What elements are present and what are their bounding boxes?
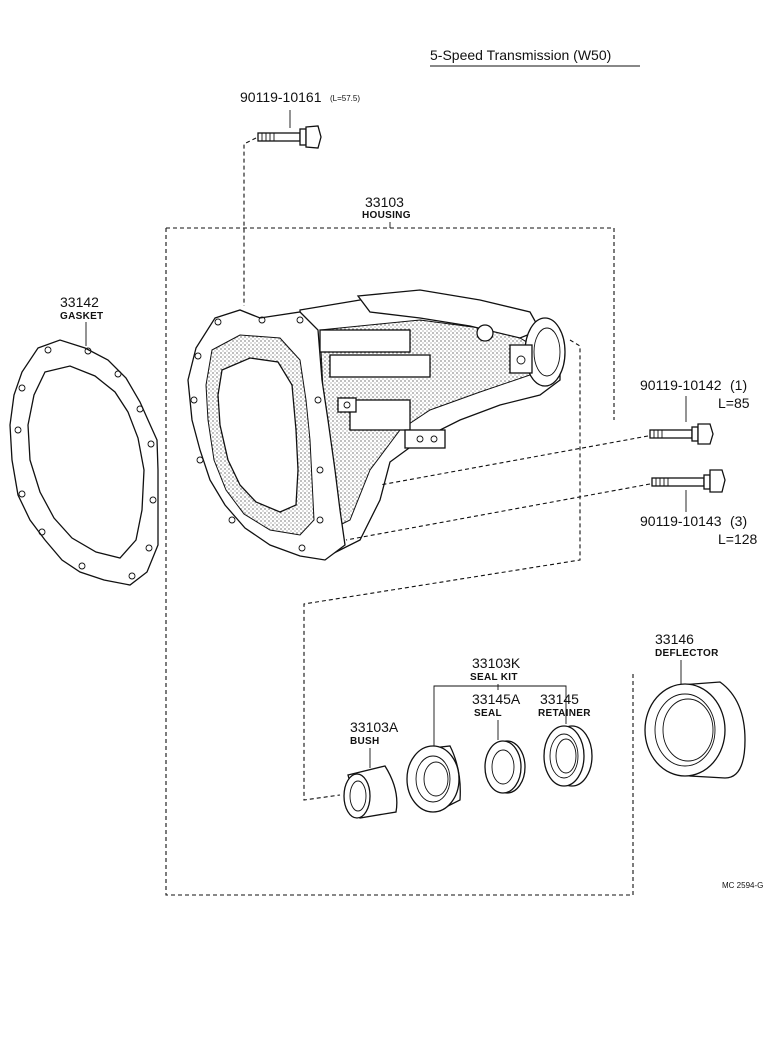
bolt-2-length: L=128 bbox=[718, 531, 758, 547]
seal: 33145A SEAL bbox=[472, 691, 526, 794]
housing-name: HOUSING bbox=[362, 210, 411, 221]
bolt-2-number: 90119-10143 bbox=[640, 513, 722, 529]
bolt-top-number: 90119-10161 bbox=[240, 89, 322, 105]
bolt-1-qty: (1) bbox=[730, 377, 747, 393]
deflector-icon bbox=[644, 681, 746, 779]
housing-side-tab bbox=[337, 397, 357, 413]
gasket-bolt-holes bbox=[14, 346, 157, 580]
seal-icon bbox=[484, 740, 526, 794]
housing-number: 33103 bbox=[365, 194, 404, 210]
seal-kit-bracket bbox=[433, 685, 567, 746]
bolt-1: 90119-10142 (1) L=85 bbox=[379, 377, 750, 486]
housing-rear-collar-inner bbox=[533, 327, 561, 377]
retainer-number: 33145 bbox=[540, 691, 579, 707]
bolt-top-icon bbox=[257, 125, 322, 149]
deflector-name: DEFLECTOR bbox=[655, 648, 719, 659]
housing-front-bore-inner bbox=[217, 357, 299, 513]
bolt-1-icon bbox=[649, 423, 714, 445]
housing-lower-boss bbox=[404, 429, 446, 449]
diagram-code: MC 2594-G bbox=[722, 881, 763, 890]
housing-flange-bolt-holes bbox=[190, 316, 324, 552]
gasket-name: GASKET bbox=[60, 311, 103, 322]
seal-kit-number: 33103K bbox=[472, 655, 521, 671]
housing-label: 33103 HOUSING bbox=[362, 194, 411, 228]
seal-kit-seal-face bbox=[406, 745, 460, 813]
housing-rib-1 bbox=[319, 329, 411, 353]
bolt-2-dash-line bbox=[345, 483, 651, 541]
housing-side-boss bbox=[349, 399, 411, 431]
deflector: 33146 DEFLECTOR bbox=[644, 631, 746, 779]
deflector-number: 33146 bbox=[655, 631, 694, 647]
bush-icon bbox=[343, 765, 398, 819]
gasket-number: 33142 bbox=[60, 294, 99, 310]
housing-rear-block bbox=[509, 344, 533, 374]
retainer-icon bbox=[543, 725, 593, 787]
seal-number: 33145A bbox=[472, 691, 521, 707]
bolt-top-dash-line bbox=[243, 137, 257, 306]
housing-drawing bbox=[187, 289, 566, 561]
seal-name: SEAL bbox=[474, 708, 502, 719]
gasket: 33142 GASKET bbox=[9, 294, 159, 586]
bolt-1-length: L=85 bbox=[718, 395, 750, 411]
housing-group-border-top bbox=[166, 227, 615, 420]
bolt-top: 90119-10161 (L=57.5) bbox=[240, 89, 360, 306]
retainer-name: RETAINER bbox=[538, 708, 591, 719]
bolt-1-dash-line bbox=[379, 435, 649, 486]
seal-kit-name: SEAL KIT bbox=[470, 672, 518, 683]
bolt-2-qty: (3) bbox=[730, 513, 747, 529]
housing-rib-2 bbox=[329, 354, 431, 378]
rear-components-dash-line bbox=[303, 339, 581, 801]
diagram-title: 5-Speed Transmission (W50) bbox=[430, 47, 640, 67]
housing-shift-pivot bbox=[476, 324, 494, 342]
seal-kit: 33103K SEAL KIT bbox=[433, 655, 567, 746]
bush-number: 33103A bbox=[350, 719, 399, 735]
bush: 33103A BUSH bbox=[343, 719, 399, 819]
bolt-2: 90119-10143 (3) L=128 bbox=[345, 469, 758, 547]
bolt-2-icon bbox=[651, 469, 726, 493]
bush-name: BUSH bbox=[350, 736, 380, 747]
title-text: 5-Speed Transmission (W50) bbox=[430, 47, 611, 63]
bolt-top-note: (L=57.5) bbox=[330, 94, 360, 103]
bolt-1-number: 90119-10142 bbox=[640, 377, 722, 393]
gasket-inner-opening bbox=[27, 365, 145, 559]
retainer: 33145 RETAINER bbox=[538, 691, 593, 787]
seal-kit-seal bbox=[406, 745, 461, 813]
